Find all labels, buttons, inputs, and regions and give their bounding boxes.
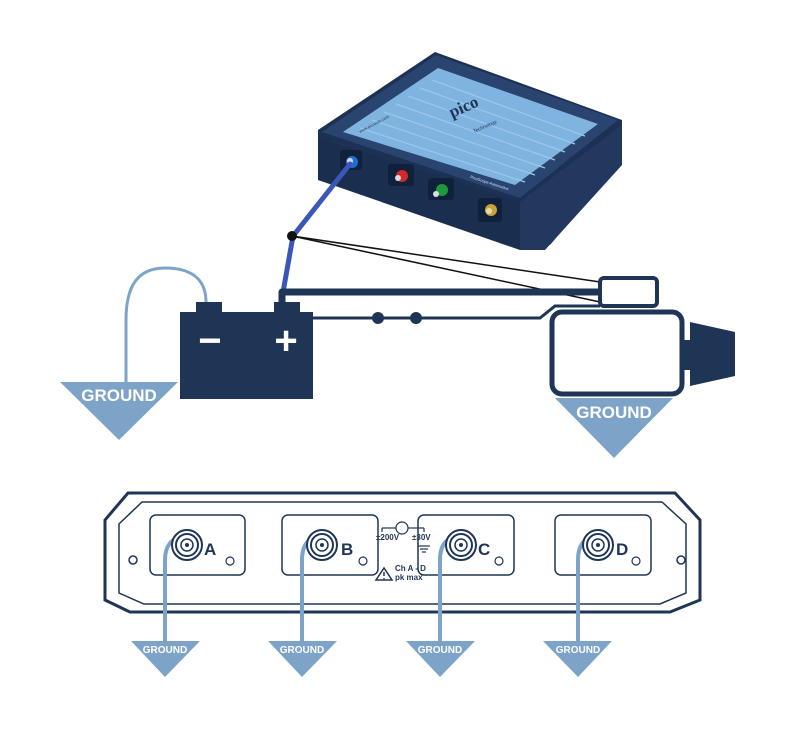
- main-cable: [278, 288, 600, 304]
- channel-label-d: D: [616, 540, 628, 559]
- battery-ground-label: GROUND: [81, 386, 157, 405]
- device-channel-b-connector: [388, 164, 414, 186]
- motor-ground-symbol: GROUND: [555, 398, 673, 458]
- ground-symbol-d: GROUND: [543, 641, 612, 677]
- ground-symbol-c: GROUND: [406, 641, 475, 677]
- warning-icon: [374, 566, 394, 581]
- ground-label-c: GROUND: [418, 645, 462, 656]
- warning-line-2: pk max: [395, 573, 423, 582]
- bnc-connector-a: [171, 529, 203, 561]
- device-channel-c-connector: [428, 178, 454, 200]
- ground-symbol-a: GROUND: [131, 641, 200, 677]
- ground-symbol-b: GROUND: [268, 641, 337, 677]
- ground-label-a: GROUND: [143, 645, 187, 656]
- battery-ground-symbol: GROUND: [60, 382, 178, 440]
- ground-mark-icon: [418, 545, 430, 553]
- channel-label-b: B: [341, 540, 353, 559]
- rating-left: ±200V: [376, 533, 400, 542]
- channel-label-a: A: [204, 540, 216, 559]
- pico-scope-device: pico Technology www.picoauto.com PicoSco…: [318, 52, 622, 250]
- ground-label-d: GROUND: [556, 645, 600, 656]
- channel-label-c: C: [478, 540, 490, 559]
- bnc-connector-d: [582, 529, 614, 561]
- device-channel-d-connector: [478, 198, 502, 222]
- rating-block: ±200V ±30V Ch A - D pk max: [374, 521, 431, 582]
- rating-right: ±30V: [412, 533, 431, 542]
- battery-negative-symbol: −: [198, 319, 221, 363]
- battery-positive-symbol: +: [274, 319, 297, 363]
- ground-label-b: GROUND: [280, 645, 324, 656]
- switch-contact-right: [410, 312, 422, 324]
- switch-contact-left: [372, 312, 384, 324]
- starter-motor: [549, 276, 735, 397]
- warning-line-1: Ch A - D: [395, 564, 426, 573]
- battery-ground-wire: [124, 266, 208, 384]
- bnc-connector-b: [306, 529, 338, 561]
- battery: − +: [180, 302, 313, 399]
- motor-ground-label: GROUND: [576, 403, 652, 422]
- bnc-connector-c: [445, 529, 477, 561]
- scope-front-panel: [103, 491, 702, 614]
- device-channel-a-connector: [340, 150, 362, 170]
- zoom-line-top: [291, 235, 601, 283]
